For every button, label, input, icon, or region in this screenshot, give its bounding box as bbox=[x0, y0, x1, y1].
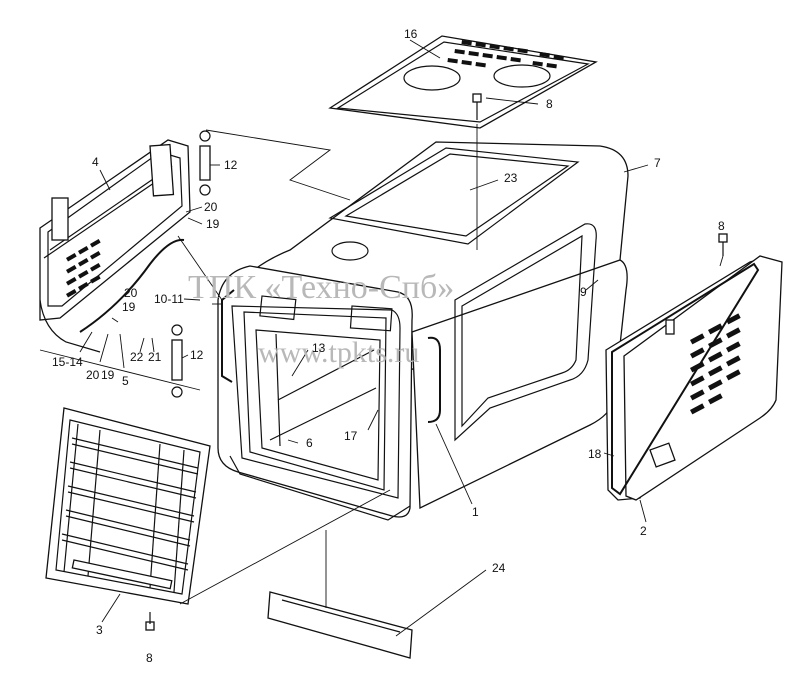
callout-1: 1 bbox=[472, 505, 479, 519]
front-grille bbox=[45, 407, 211, 605]
assembly-guide-lines bbox=[39, 124, 724, 608]
callout-8: 8 bbox=[546, 97, 553, 111]
callout-24: 24 bbox=[492, 561, 506, 575]
callout-5: 5 bbox=[122, 374, 129, 388]
roof-vent-slots bbox=[447, 40, 564, 69]
callout-17: 17 bbox=[344, 429, 358, 443]
callout-8: 8 bbox=[146, 651, 153, 665]
callout-21: 21 bbox=[148, 350, 162, 364]
callout-7: 7 bbox=[654, 156, 661, 170]
right-side-door bbox=[605, 255, 783, 501]
callout-13: 13 bbox=[312, 341, 326, 355]
bolt-top bbox=[472, 93, 482, 120]
left-door-vent-slots bbox=[65, 239, 101, 298]
callout-6: 6 bbox=[306, 436, 313, 450]
callout-8: 8 bbox=[718, 219, 725, 233]
hood-body bbox=[217, 141, 629, 521]
callout-19: 19 bbox=[122, 300, 136, 314]
callout-15-14: 15-14 bbox=[52, 355, 83, 369]
callout-19: 19 bbox=[206, 217, 220, 231]
callout-20: 20 bbox=[86, 368, 100, 382]
callout-4: 4 bbox=[92, 155, 99, 169]
leader-lines bbox=[79, 39, 649, 637]
callout-19: 19 bbox=[101, 368, 115, 382]
bottom-plate bbox=[267, 591, 413, 659]
callout-9: 9 bbox=[580, 285, 587, 299]
callout-18: 18 bbox=[588, 447, 602, 461]
callout-12: 12 bbox=[190, 348, 204, 362]
callout-labels: 16 8 7 23 12 4 20 19 20 19 10-11 15-14 2… bbox=[52, 27, 725, 665]
door-seal bbox=[611, 262, 760, 496]
roof-cover-plate bbox=[328, 35, 598, 129]
callout-3: 3 bbox=[96, 623, 103, 637]
grille-slats bbox=[61, 423, 199, 593]
callout-22: 22 bbox=[130, 350, 144, 364]
gas-strut-upper bbox=[199, 130, 211, 196]
callout-16: 16 bbox=[404, 27, 418, 41]
callout-20: 20 bbox=[204, 200, 218, 214]
bolt-right bbox=[718, 233, 728, 256]
callout-10-11: 10-11 bbox=[154, 292, 184, 306]
callout-2: 2 bbox=[640, 524, 647, 538]
left-side-door bbox=[39, 139, 191, 353]
callout-23: 23 bbox=[504, 171, 518, 185]
bolt-bottom bbox=[145, 612, 155, 631]
callout-20: 20 bbox=[124, 286, 138, 300]
callout-12: 12 bbox=[224, 158, 238, 172]
watermark-company: ТПК «Техно-Спб» bbox=[188, 269, 454, 306]
watermark-website: www.tpkts.ru bbox=[258, 336, 419, 369]
gas-strut-lower bbox=[171, 324, 183, 398]
